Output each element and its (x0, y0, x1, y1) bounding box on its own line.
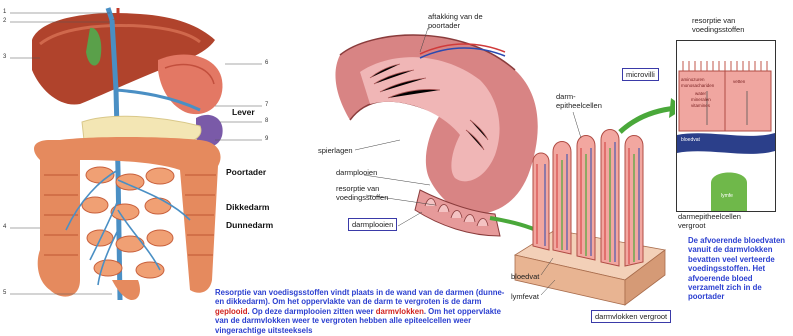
label-spierlagen: spierlagen (318, 146, 353, 155)
label-number-3: 3 (3, 54, 6, 60)
label-darm-epitheelcellen: darm-epitheelcellen (556, 92, 596, 110)
label-number-4: 4 (3, 224, 6, 230)
bottom-caption-highlight-darmvlokken: darmvlokken (376, 307, 424, 316)
label-number-9: 9 (265, 136, 268, 142)
label-lymfevat: lymfevat (511, 292, 539, 301)
label-number-6: 6 (265, 60, 268, 66)
bottom-caption: Resorptie van voedisgsstoffen vindt plaa… (215, 288, 513, 335)
digestive-organs-illustration (0, 0, 285, 305)
bottom-caption-part-1: Resorptie van voedisgsstoffen vindt plaa… (215, 288, 504, 306)
cell-inner-label-mineralen: mineralen (691, 97, 711, 102)
label-resorptie-cell: resorptie van voedingsstoffen (692, 16, 762, 34)
label-number-2: 2 (3, 18, 6, 24)
label-aftakking-poortader: aftakking van de poortader (428, 12, 486, 30)
label-dikkedarm: Dikkedarm (226, 202, 269, 212)
cell-inner-label-water: water (695, 91, 706, 96)
label-bloedvat-villi: bloedvat (511, 272, 539, 281)
epithelial-cell-figure: vetten aminozuren monosachariden vitamin… (676, 40, 776, 212)
label-dunnedarm: Dunnedarm (226, 220, 273, 230)
cell-inner-label-vitamines: vitamines (691, 103, 710, 108)
label-number-1: 1 (3, 9, 6, 15)
villi-illustration (505, 80, 675, 320)
bottom-caption-part-2: . Op deze darmplooien zitten weer (247, 307, 375, 316)
bottom-caption-highlight-geplooid: geplooid (215, 307, 247, 316)
cell-inner-label-vetten: vetten (733, 79, 745, 84)
label-darmplooien-boxed: darmplooien (348, 218, 397, 231)
label-microvilli: microvilli (622, 68, 659, 81)
right-caption: De afvoerende bloedvaten vanuit de darmv… (688, 236, 788, 302)
label-number-8: 8 (265, 118, 268, 124)
label-number-5: 5 (3, 290, 6, 296)
cell-label-lymfe: lymfe (721, 193, 733, 199)
label-darmvlokken-vergroot: darmvlokken vergroot (591, 310, 671, 323)
label-number-7: 7 (265, 102, 268, 108)
epithelial-cell-illustration (677, 41, 775, 211)
label-darmepitheelcellen-vergroot: darmepitheelcellen vergroot (678, 212, 756, 230)
label-poortader: Poortader (226, 167, 266, 177)
cell-inner-label-aminozuren: aminozuren (681, 77, 705, 82)
label-lever: Lever (232, 107, 255, 117)
villi-figure (505, 80, 675, 320)
cell-label-bloedvat: bloedvat (681, 137, 700, 143)
label-resorptie-middle: resorptie van voedingsstoffen (336, 184, 398, 202)
digestive-organs-figure (0, 0, 285, 305)
cell-inner-label-monosachariden: monosachariden (681, 83, 714, 88)
label-darmplooien: darmplooien (336, 168, 377, 177)
